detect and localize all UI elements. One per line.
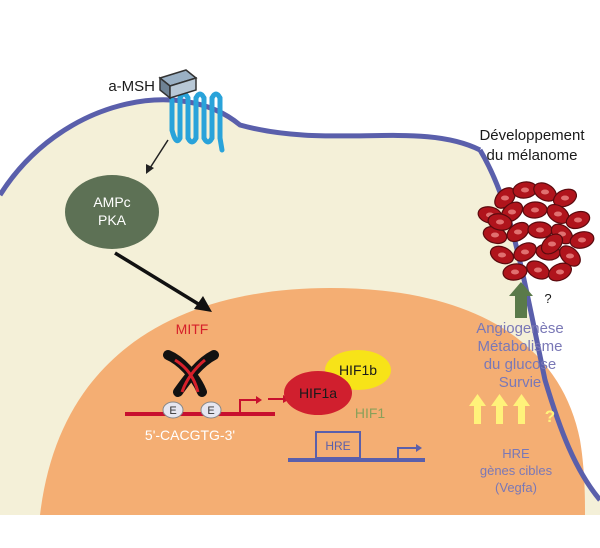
tumor-cell-nucleus [496, 219, 504, 225]
hre-box [315, 431, 361, 459]
target-genes-label: gènes cibles [480, 463, 553, 478]
tumor-cell-nucleus [514, 229, 522, 235]
effect-angiogenese: Angiogenèse [476, 320, 564, 337]
hif1-label: HIF1 [355, 405, 386, 421]
receptor-ligand-box-icon [158, 69, 198, 100]
yellow-up-arrows-icon [469, 394, 530, 424]
tumor-cell-nucleus [566, 253, 574, 259]
outcome-title-line1: Développement [479, 127, 585, 144]
effect-metabolisme: Métabolisme [477, 338, 562, 355]
tumor-cell-nucleus [574, 217, 582, 223]
effect-du-glucose: du glucose [484, 356, 557, 373]
ampc-label: AMPc [93, 194, 130, 210]
mitf-label: MITF [176, 321, 209, 337]
tumor-cell-nucleus [556, 269, 564, 275]
tumor-cell-nucleus [536, 227, 544, 233]
plasma-membrane [0, 97, 482, 197]
tumor-cell-nucleus [508, 209, 516, 215]
tumor-cell-nucleus [578, 237, 586, 243]
ebox-sequence: 5'-CACGTG-3' [145, 427, 235, 443]
ligand-label: a-MSH [108, 78, 155, 95]
transcription-start-arrow-red [239, 396, 262, 414]
tumor-cell-nucleus [521, 187, 529, 193]
tumor-cell-nucleus [511, 269, 519, 275]
yellow-question-mark: ? [545, 407, 555, 426]
tumor-cell-nucleus [491, 232, 499, 238]
tumor-cell-nucleus [498, 252, 506, 258]
tumor-cell-nucleus [534, 267, 542, 273]
transcription-start-arrow-blue [397, 444, 422, 460]
mitf-protein-icon [163, 350, 219, 397]
target-hre: HRE [502, 446, 530, 461]
tumor-cell-nucleus [561, 195, 569, 201]
tumor-cell-nucleus [521, 249, 529, 255]
ebox-site-1 [162, 401, 184, 419]
receptor-icon [169, 91, 225, 153]
tumor-cell-nucleus [541, 189, 549, 195]
ampc-pka-node [65, 175, 159, 249]
effect-survie: Survie [499, 374, 542, 391]
tumor-cell-nucleus [501, 195, 509, 201]
hif1b-label: HIF1b [339, 362, 377, 378]
ebox-site-2 [200, 401, 222, 419]
tumor-cell-nucleus [548, 241, 556, 247]
hif1a-label: HIF1a [299, 385, 337, 401]
hre-box-label: HRE [325, 439, 350, 453]
ebox-site-2-label: E [207, 405, 214, 417]
tumor-cell-nucleus [531, 207, 539, 213]
outcome-question-mark: ? [544, 291, 551, 306]
tumor-cell-nucleus [554, 211, 562, 217]
arrow-receptor-to-ampc [146, 139, 169, 174]
target-vegfa: (Vegfa) [495, 480, 537, 495]
green-up-arrow-icon [509, 282, 533, 318]
outcome-title-line2: du mélanome [487, 147, 578, 164]
tumor-cluster-icon [477, 181, 595, 282]
pka-label: PKA [98, 212, 127, 228]
hif1a-node [284, 371, 352, 415]
arrow-ampc-to-mitf [114, 251, 212, 312]
ebox-site-1-label: E [169, 405, 176, 417]
